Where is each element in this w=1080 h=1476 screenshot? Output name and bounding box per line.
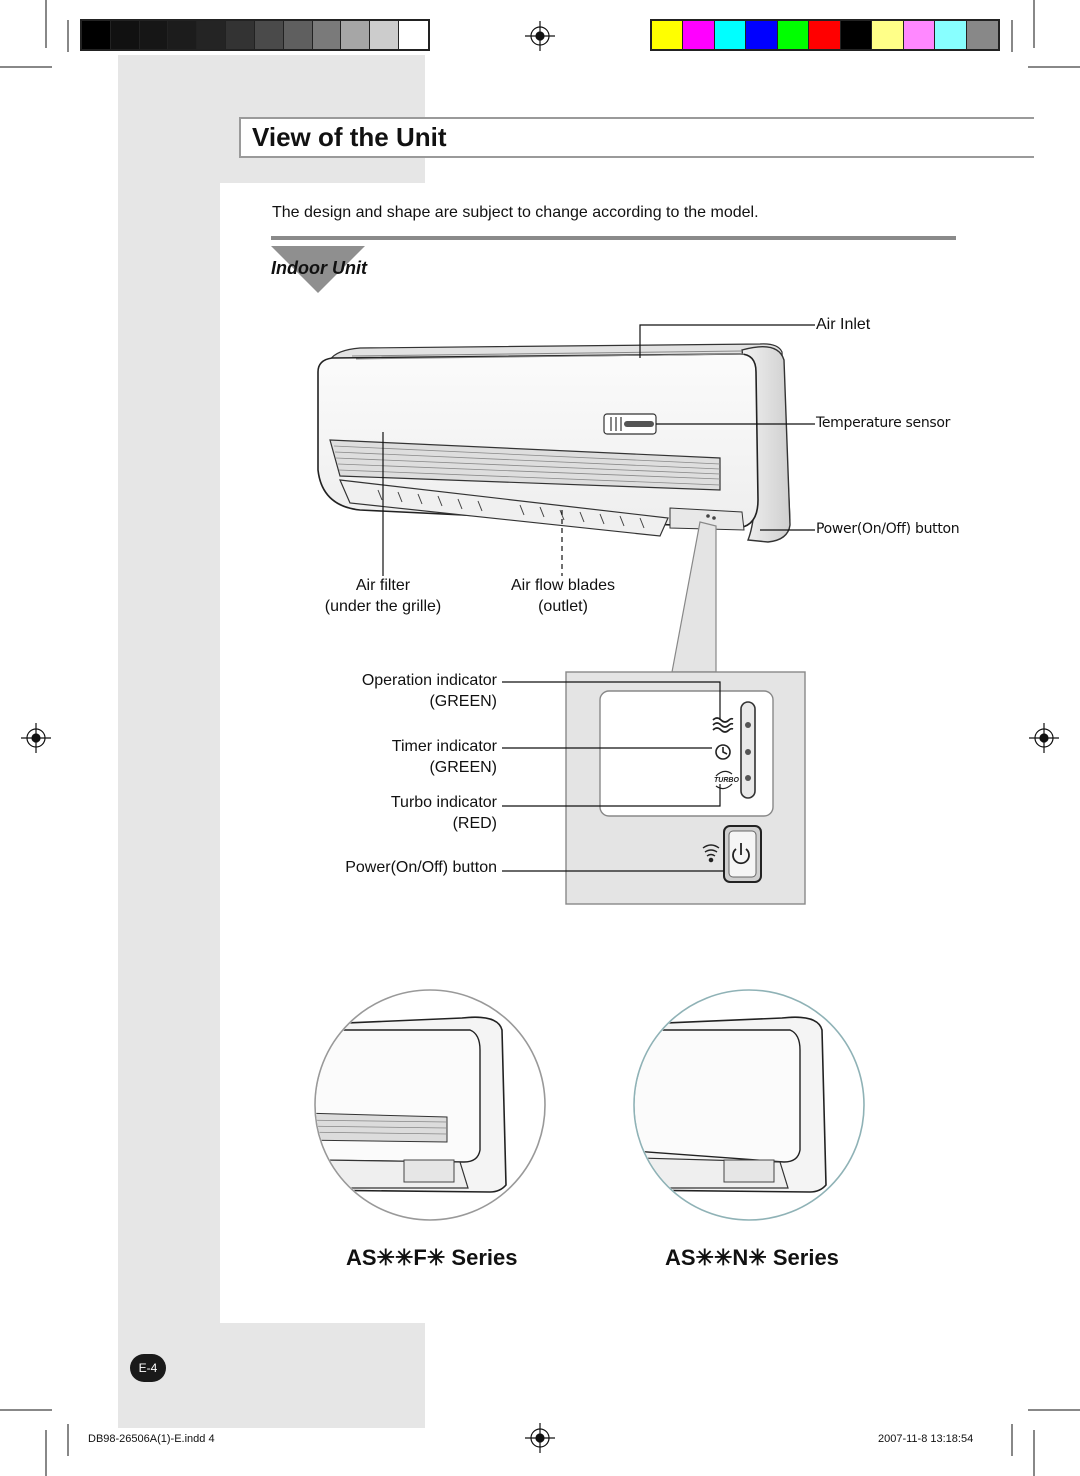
color-swatch bbox=[935, 21, 967, 49]
color-swatch bbox=[399, 21, 428, 49]
svg-text:TURBO: TURBO bbox=[714, 777, 739, 784]
timer-icon bbox=[715, 744, 731, 760]
temperature-sensor-label: Temperature sensor bbox=[816, 415, 951, 431]
color-swatch bbox=[168, 21, 198, 49]
color-swatch bbox=[652, 21, 684, 49]
section-marker-icon bbox=[271, 246, 365, 293]
color-swatch bbox=[197, 21, 227, 49]
color-swatch bbox=[341, 21, 371, 49]
color-swatch bbox=[110, 21, 140, 49]
series-f-detail bbox=[314, 989, 546, 1221]
color-swatch bbox=[226, 21, 255, 49]
color-swatch bbox=[370, 21, 400, 49]
color-swatch bbox=[82, 21, 111, 49]
color-swatch bbox=[683, 21, 715, 49]
turbo-indicator-label: Turbo indicator bbox=[390, 794, 497, 811]
registration-mark-icon bbox=[525, 1423, 555, 1453]
registration-mark-icon bbox=[525, 21, 555, 51]
color-swatch bbox=[714, 21, 747, 49]
color-swatch bbox=[283, 21, 313, 49]
leader-lines bbox=[382, 324, 815, 576]
page-number-badge: E-4 bbox=[130, 1354, 166, 1382]
air-filter-note: (under the grille) bbox=[324, 598, 442, 615]
footer-filename: DB98-26506A(1)-E.indd 4 bbox=[88, 1433, 215, 1445]
power-icon bbox=[732, 843, 750, 865]
footer-timestamp: 2007-11-8 13:18:54 bbox=[878, 1433, 974, 1445]
design-note: The design and shape are subject to chan… bbox=[272, 204, 759, 221]
section-rule bbox=[271, 236, 956, 240]
timer-indicator-color: (GREEN) bbox=[429, 759, 497, 776]
control-panel-zoom bbox=[565, 671, 806, 905]
color-swatch bbox=[746, 21, 778, 49]
color-swatch bbox=[139, 21, 169, 49]
timer-indicator-label: Timer indicator bbox=[391, 738, 497, 755]
page-title-box: View of the Unit bbox=[239, 117, 1034, 158]
air-flow-blades-label: Air flow blades bbox=[510, 577, 616, 594]
page-title: View of the Unit bbox=[252, 122, 447, 152]
power-button-label-top: Power(On/Off) button bbox=[816, 521, 960, 537]
air-flow-blades-note: (outlet) bbox=[538, 598, 588, 615]
series-n-label: AS✳✳N✳ Series bbox=[665, 1245, 839, 1270]
color-swatch bbox=[903, 21, 936, 49]
turbo-icon: TURBO bbox=[714, 770, 739, 790]
color-swatch bbox=[312, 21, 342, 49]
color-swatch bbox=[777, 21, 810, 49]
color-swatch bbox=[872, 21, 904, 49]
color-swatch bbox=[840, 21, 873, 49]
registration-mark-icon bbox=[21, 723, 51, 753]
series-n-detail bbox=[633, 989, 865, 1221]
wind-icon bbox=[712, 717, 734, 733]
registration-mark-icon bbox=[1029, 723, 1059, 753]
color-swatch bbox=[966, 21, 998, 49]
operation-indicator-color: (GREEN) bbox=[429, 693, 497, 710]
air-inlet-label: Air Inlet bbox=[816, 316, 871, 333]
process-color-bar bbox=[650, 19, 1000, 51]
panel-leader-lines bbox=[502, 681, 724, 872]
operation-indicator-label: Operation indicator bbox=[361, 672, 497, 689]
color-swatch bbox=[809, 21, 841, 49]
grayscale-color-bar bbox=[80, 19, 430, 51]
indoor-unit-drawing bbox=[317, 343, 791, 543]
power-button-label: Power(On/Off) button bbox=[345, 859, 497, 876]
signal-icon bbox=[702, 844, 720, 863]
turbo-indicator-color: (RED) bbox=[452, 815, 497, 832]
color-swatch bbox=[254, 21, 284, 49]
series-f-label: AS✳✳F✳ Series bbox=[346, 1245, 518, 1270]
section-heading: Indoor Unit bbox=[271, 258, 367, 278]
air-filter-label: Air filter bbox=[355, 577, 411, 594]
